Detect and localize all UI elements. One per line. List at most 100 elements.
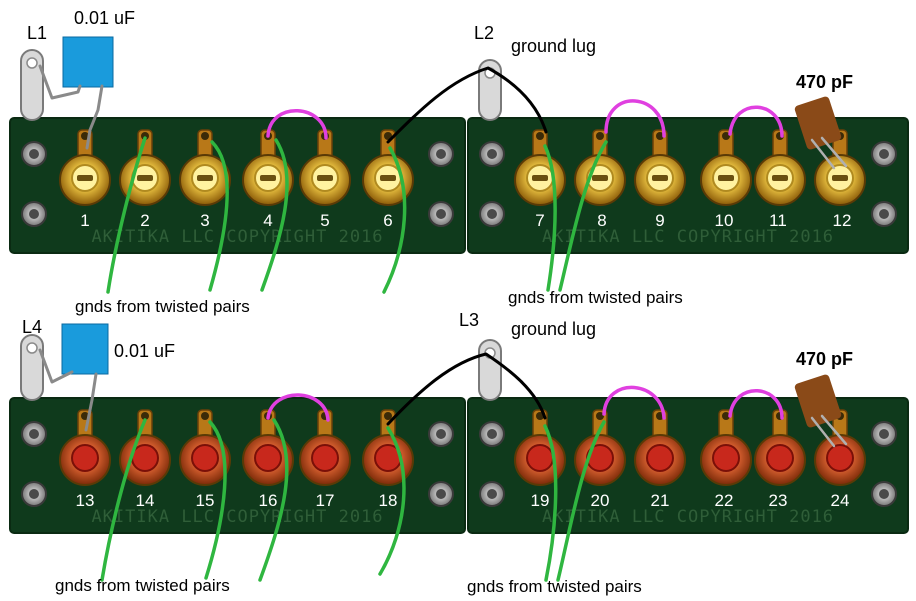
ground-wire [106, 136, 147, 294]
board-copyright: AKITIKA LLC COPYRIGHT 2016 [91, 227, 383, 247]
capacitor-value-top-left: 0.01 uF [74, 8, 136, 28]
mounting-screw-center [436, 429, 446, 439]
jumper-wire [602, 385, 666, 420]
solder-tab-hole [141, 412, 149, 420]
ground-lug-l2 [478, 59, 502, 121]
binding-post-cap [191, 444, 219, 472]
binding-post-cap [526, 444, 554, 472]
terminal-number: 14 [136, 491, 155, 510]
terminal-number: 2 [140, 211, 149, 230]
binding-post-cap [131, 444, 159, 472]
binding-post-cap [71, 444, 99, 472]
capacitor-lead [84, 372, 98, 432]
ground-lug-l1 [20, 49, 44, 121]
binding-post-cap [311, 444, 339, 472]
terminal-number: 9 [655, 211, 664, 230]
binding-post-slot [532, 175, 548, 181]
solder-tab-hole [596, 132, 604, 140]
jumper-wire [266, 393, 330, 422]
jumper-wire [604, 99, 666, 138]
ground-lug-l4 [20, 334, 44, 401]
capacitor-value-bottom-right: 470 pF [796, 349, 854, 369]
jumper-wire [728, 105, 784, 138]
mounting-screw-center [29, 209, 39, 219]
solder-tab-hole [201, 132, 209, 140]
binding-post-slot [652, 175, 668, 181]
terminal-number: 17 [316, 491, 335, 510]
terminal-number: 24 [831, 491, 850, 510]
terminal-number: 16 [259, 491, 278, 510]
binding-post-cap [712, 444, 740, 472]
solder-tab-hole [201, 412, 209, 420]
solder-tab-hole [384, 412, 392, 420]
solder-tab-hole [81, 132, 89, 140]
capacitor-lead [810, 416, 836, 448]
solder-tab-hole [722, 412, 730, 420]
terminal-number: 21 [651, 491, 670, 510]
solder-tab-hole [596, 412, 604, 420]
capacitor-lead [38, 348, 74, 384]
ground-wire [543, 144, 557, 292]
terminal-number: 23 [769, 491, 788, 510]
ground-lug-wire [386, 352, 547, 426]
terminal-number: 3 [200, 211, 209, 230]
binding-post-slot [77, 175, 93, 181]
mounting-screw-center [487, 429, 497, 439]
ground-wire [260, 138, 289, 292]
solder-tab-hole [722, 132, 730, 140]
lug-label-l2: L2 [474, 23, 495, 43]
gnds-label-bottom-right: gnds from twisted pairs [467, 577, 642, 596]
mounting-screw-center [487, 209, 497, 219]
ground-wire [208, 140, 229, 292]
mounting-screw-center [487, 149, 497, 159]
ground-wire [556, 420, 606, 582]
lug-label-l1: L1 [27, 23, 48, 43]
terminal-number: 8 [597, 211, 606, 230]
mounting-screw-center [29, 489, 39, 499]
capacitor-value-bottom-left: 0.01 uF [114, 341, 176, 361]
capacitor-film-top [62, 36, 114, 88]
mounting-screw-center [436, 149, 446, 159]
capacitor-film-bottom [61, 323, 109, 375]
binding-post-slot [317, 175, 333, 181]
mounting-screw-center [487, 489, 497, 499]
binding-post-cap [254, 444, 282, 472]
binding-post-slot [260, 175, 276, 181]
ground-wire [543, 424, 558, 582]
ground-lug-wire [386, 66, 548, 144]
capacitor-lead [820, 136, 848, 168]
capacitor-lead [85, 84, 104, 150]
terminal-number: 20 [591, 491, 610, 510]
ground-wire [558, 140, 608, 292]
mounting-screw-center [436, 489, 446, 499]
binding-post-slot [718, 175, 734, 181]
binding-post-slot [832, 175, 848, 181]
mounting-screw-center [29, 429, 39, 439]
capacitor-lead [810, 138, 836, 170]
binding-post-cap [826, 444, 854, 472]
terminal-number: 7 [535, 211, 544, 230]
ground-lug-label-top: ground lug [511, 36, 597, 56]
solder-tab-hole [536, 132, 544, 140]
jumper-wire [266, 109, 328, 140]
ground-wire [204, 420, 227, 580]
mounting-screw-center [879, 149, 889, 159]
board-copyright: AKITIKA LLC COPYRIGHT 2016 [542, 507, 834, 527]
binding-post-slot [380, 175, 396, 181]
binding-post-slot [197, 175, 213, 181]
solder-tab-hole [656, 132, 664, 140]
terminal-number: 6 [383, 211, 392, 230]
terminal-number: 15 [196, 491, 215, 510]
binding-post-slot [137, 175, 153, 181]
capacitor-lead [38, 64, 82, 100]
binding-post-cap [646, 444, 674, 472]
mounting-screw-center [436, 209, 446, 219]
ground-wire [378, 426, 406, 576]
ground-lug-label-bottom: ground lug [511, 319, 597, 339]
mounting-screw-center [879, 429, 889, 439]
binding-post-slot [772, 175, 788, 181]
solder-tab-hole [141, 132, 149, 140]
ground-wire [100, 418, 147, 582]
capacitor-value-top-right: 470 pF [796, 72, 854, 92]
terminal-number: 1 [80, 211, 89, 230]
